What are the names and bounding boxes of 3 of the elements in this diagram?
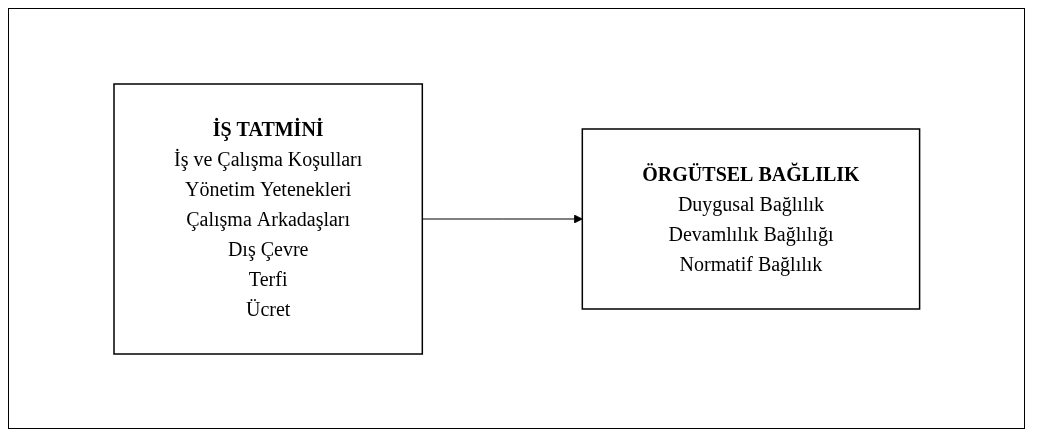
node-box	[112, 82, 423, 355]
figure-frame: İŞ TATMİNİ İş ve Çalışma Koşulları Yönetim Yetenekleri Çalışma Arkadaşları Dış Çevre Terfi Ücret ÖRGÜTSEL BAĞLILIK Duygusal Bağlılık Devamlılık Bağlılığı Normatif Bağlılık	[8, 8, 1025, 429]
node-box	[581, 127, 921, 310]
